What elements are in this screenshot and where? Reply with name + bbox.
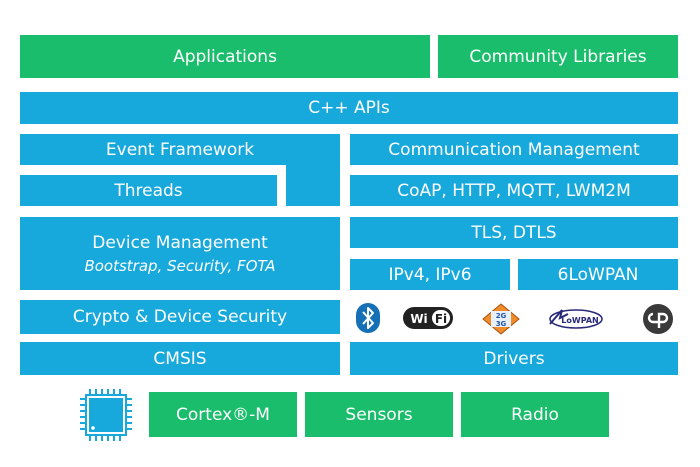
protocols-block: CoAP, HTTP, MQTT, LWM2M bbox=[350, 175, 678, 206]
applications-label: Applications bbox=[173, 46, 277, 67]
microcontroller-chip-icon bbox=[78, 387, 134, 443]
device-management-sublabel: Bootstrap, Security, FOTA bbox=[84, 256, 276, 275]
lowpan-block-label: 6LoWPAN bbox=[557, 264, 639, 285]
cellular-2g3g-icon: 2G 3G bbox=[482, 303, 520, 335]
protocols-label: CoAP, HTTP, MQTT, LWM2M bbox=[397, 180, 631, 201]
lowpan-block: 6LoWPAN bbox=[518, 259, 678, 290]
community-libraries-block: Community Libraries bbox=[438, 35, 678, 78]
bluetooth-icon bbox=[355, 303, 381, 333]
cpp-apis-label: C++ APIs bbox=[308, 98, 390, 118]
communication-management-block: Communication Management bbox=[350, 134, 678, 165]
sensors-label: Sensors bbox=[345, 404, 413, 425]
drivers-label: Drivers bbox=[483, 348, 545, 369]
community-libraries-label: Community Libraries bbox=[469, 46, 647, 67]
wifi-logo-icon: Wi Fi bbox=[402, 306, 454, 330]
tls-label: TLS, DTLS bbox=[471, 222, 557, 243]
ip-block: IPv4, IPv6 bbox=[350, 259, 510, 290]
cellular-2g-label: 2G bbox=[496, 312, 507, 320]
device-management-block: Device Management Bootstrap, Security, F… bbox=[20, 217, 340, 290]
cortex-m-block: Cortex®-M bbox=[149, 392, 297, 437]
crypto-label: Crypto & Device Security bbox=[72, 307, 288, 327]
svg-text:Fi: Fi bbox=[435, 312, 447, 326]
svg-text:Wi: Wi bbox=[410, 312, 427, 326]
applications-block: Applications bbox=[20, 35, 430, 78]
lowpan-logo-icon: LoWPAN bbox=[546, 306, 604, 332]
lowpan-logo-label: LoWPAN bbox=[561, 316, 598, 325]
event-framework-extension bbox=[286, 134, 340, 206]
cmsis-block: CMSIS bbox=[20, 342, 340, 375]
threads-label: Threads bbox=[114, 180, 183, 201]
event-framework-label: Event Framework bbox=[105, 139, 255, 160]
communication-management-label: Communication Management bbox=[388, 139, 640, 160]
device-management-label: Device Management bbox=[92, 232, 268, 253]
radio-label: Radio bbox=[511, 404, 559, 425]
cellular-3g-label: 3G bbox=[496, 320, 507, 328]
cmsis-label: CMSIS bbox=[153, 348, 207, 369]
threads-block: Threads bbox=[20, 175, 277, 206]
sensors-block: Sensors bbox=[305, 392, 453, 437]
cortex-m-label: Cortex®-M bbox=[176, 404, 270, 425]
thread-logo-icon bbox=[642, 303, 674, 335]
radio-block: Radio bbox=[461, 392, 609, 437]
crypto-block: Crypto & Device Security bbox=[20, 300, 340, 334]
drivers-block: Drivers bbox=[350, 342, 678, 375]
cpp-apis-block: C++ APIs bbox=[20, 92, 678, 124]
tls-block: TLS, DTLS bbox=[350, 217, 678, 248]
ip-label: IPv4, IPv6 bbox=[388, 264, 472, 285]
